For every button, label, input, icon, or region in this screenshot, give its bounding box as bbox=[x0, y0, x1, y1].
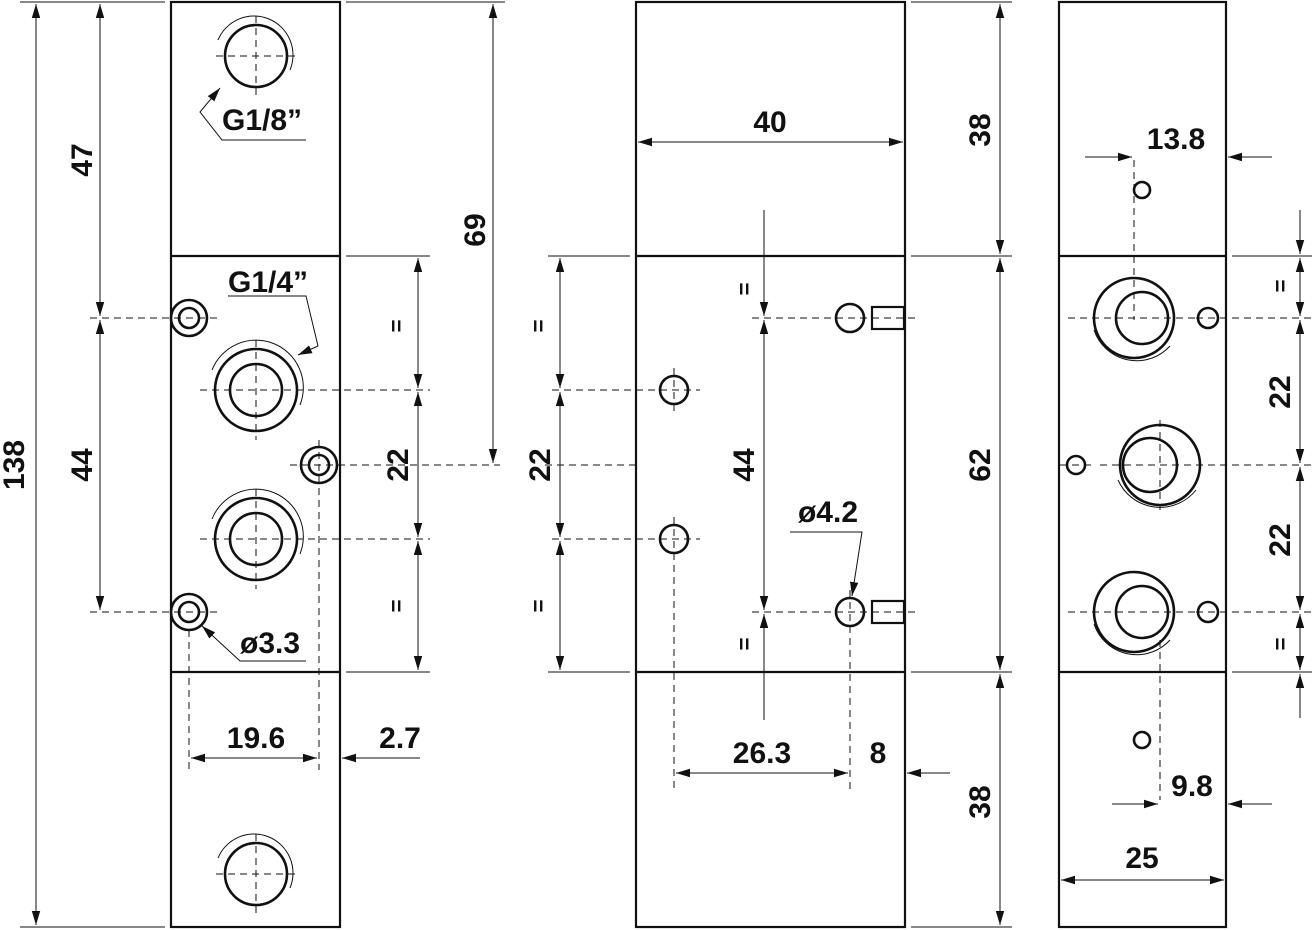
pilot-hole-bottom bbox=[752, 590, 918, 790]
label-g14: G1/4” bbox=[228, 266, 308, 299]
dim-cap-height-top: 38 bbox=[964, 113, 997, 146]
dim-body-width: 40 bbox=[753, 106, 786, 139]
port-large-upper bbox=[1068, 276, 1200, 362]
middle-view: ø4.2 40 = 22 = 44 = = 26.3 8 38 bbox=[524, 0, 1012, 929]
dim-bottom-hole-offset: 9.8 bbox=[1171, 770, 1213, 803]
port-g18-bottom bbox=[216, 833, 296, 914]
dim-port-pitch-right-upper: 22 bbox=[1264, 375, 1297, 408]
dim-edge-offset: 2.7 bbox=[379, 722, 421, 755]
dim-end-width: 25 bbox=[1125, 842, 1158, 875]
dim-port-pitch: 22 bbox=[382, 448, 415, 481]
mount-hole-bottom bbox=[90, 592, 220, 632]
small-hole-top bbox=[1132, 160, 1152, 320]
pilot-hole-top bbox=[752, 302, 918, 334]
dim-top-section: 47 bbox=[66, 143, 99, 176]
port-large-lower bbox=[1068, 570, 1200, 656]
port-g18-top bbox=[216, 15, 296, 96]
mount-hole-top bbox=[90, 298, 220, 338]
dim-port-pitch-mid: 22 bbox=[524, 448, 557, 481]
eq-mark: = bbox=[732, 283, 757, 296]
eq-mark: = bbox=[1268, 280, 1293, 293]
dim-pilot-edge: 8 bbox=[870, 737, 887, 770]
dim-port-pitch-right-lower: 22 bbox=[1264, 523, 1297, 556]
dim-pilot-offset: 26.3 bbox=[733, 737, 791, 770]
label-pilot-hole: ø4.2 bbox=[798, 496, 858, 529]
dim-pilot-spacing: 44 bbox=[728, 448, 761, 482]
side-hole-upper bbox=[1196, 306, 1312, 330]
small-hole-bottom bbox=[1132, 640, 1161, 800]
port-hole-upper bbox=[552, 368, 700, 412]
dim-top-hole-offset: 13.8 bbox=[1147, 123, 1205, 156]
dim-cap-height-bottom: 38 bbox=[964, 785, 997, 818]
dim-port-offset: 69 bbox=[459, 213, 492, 246]
eq-mark: = bbox=[1268, 638, 1293, 651]
label-hole-33: ø3.3 bbox=[240, 627, 300, 660]
dim-body-height: 62 bbox=[964, 448, 997, 481]
eq-mark: = bbox=[526, 320, 551, 333]
dim-port-spacing: 44 bbox=[66, 448, 99, 482]
port-g14-upper bbox=[200, 339, 430, 440]
eq-mark: = bbox=[732, 638, 757, 651]
eq-mark: = bbox=[384, 320, 409, 333]
label-g18: G1/8” bbox=[222, 104, 302, 137]
eq-mark: = bbox=[526, 600, 551, 613]
port-hole-lower bbox=[552, 517, 700, 790]
right-view: 13.8 9.8 25 = 22 22 = bbox=[1057, 0, 1312, 929]
port-large-middle bbox=[1060, 420, 1312, 510]
dim-overall-height: 138 bbox=[0, 440, 31, 490]
left-view: G1/8” G1/4” ø3.3 138 47 44 69 = 22 = 19.… bbox=[0, 0, 505, 929]
mount-hole-side bbox=[188, 440, 500, 770]
side-hole-lower bbox=[1196, 600, 1312, 624]
port-g14-lower bbox=[200, 488, 430, 589]
dim-width-side: 19.6 bbox=[227, 722, 285, 755]
eq-mark: = bbox=[384, 600, 409, 613]
